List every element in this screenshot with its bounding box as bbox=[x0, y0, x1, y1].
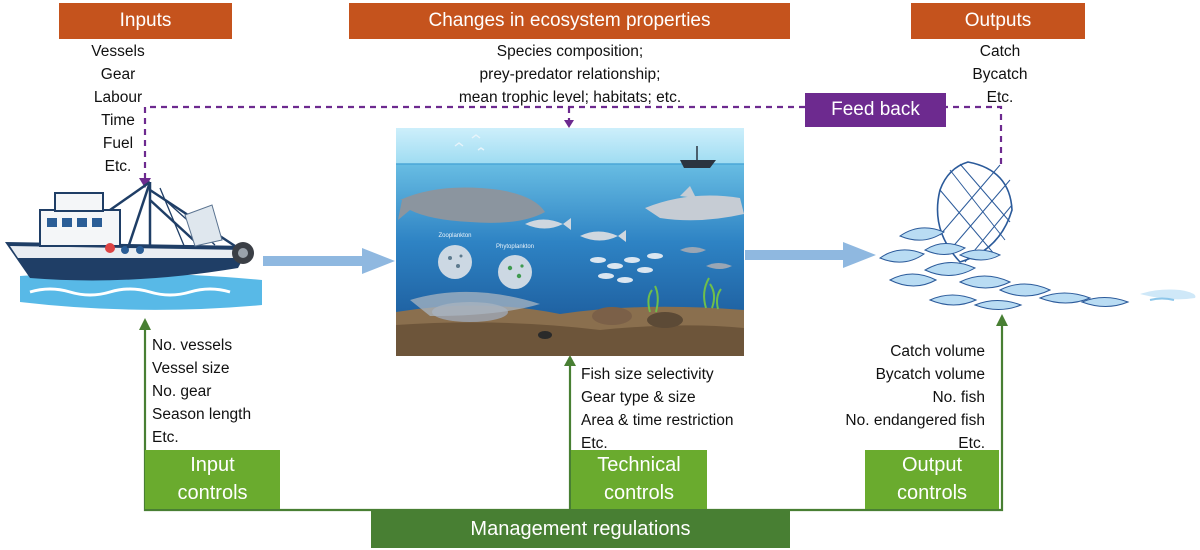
list-item: Fish size selectivity bbox=[581, 366, 714, 383]
list-item: Etc. bbox=[104, 158, 132, 175]
marine-ecosystem-illustration bbox=[396, 128, 744, 356]
input-controls-box: Input controls bbox=[145, 450, 280, 509]
feedback-label: Feed back bbox=[805, 93, 946, 127]
output-controls-line-1: Output bbox=[901, 454, 963, 476]
list-item: Catch volume bbox=[890, 343, 985, 360]
inputs-header: Inputs bbox=[59, 3, 232, 39]
input-controls-line-1: Input bbox=[190, 454, 235, 476]
list-item: mean trophic level; habitats; etc. bbox=[458, 89, 682, 106]
list-item: Species composition; bbox=[496, 43, 644, 60]
outputs-list: Catch Bycatch Etc. bbox=[950, 40, 1050, 109]
list-item: Catch bbox=[979, 43, 1021, 60]
feedback-arrowhead-ecosystem bbox=[564, 120, 574, 128]
input-controls-list: No. vessels Vessel size No. gear Season … bbox=[152, 334, 251, 449]
list-item: No. fish bbox=[932, 389, 985, 406]
list-item: No. gear bbox=[152, 383, 212, 400]
list-item: Etc. bbox=[958, 435, 985, 452]
list-item: Labour bbox=[93, 89, 143, 106]
inputs-list: Vessels Gear Labour Time Fuel Etc. bbox=[70, 40, 166, 178]
output-controls-line-2: controls bbox=[896, 482, 968, 504]
list-item: Etc. bbox=[581, 435, 608, 452]
list-item: Bycatch bbox=[972, 66, 1028, 83]
technical-controls-line-2: controls bbox=[603, 482, 675, 504]
feedback-loop bbox=[143, 105, 1003, 180]
list-item: Gear bbox=[100, 66, 136, 83]
zooplankton-label: Zooplankton bbox=[438, 233, 471, 239]
list-item: Vessels bbox=[91, 43, 145, 60]
changes-list: Species composition; prey-predator relat… bbox=[400, 40, 740, 109]
input-control-arrowhead bbox=[139, 318, 151, 330]
list-item: prey-predator relationship; bbox=[479, 66, 661, 83]
technical-controls-list: Fish size selectivity Gear type & size A… bbox=[581, 363, 733, 455]
technical-controls-box: Technical controls bbox=[571, 450, 707, 509]
changes-header: Changes in ecosystem properties bbox=[349, 3, 790, 39]
technical-control-arrowhead bbox=[564, 355, 576, 366]
outputs-header: Outputs bbox=[911, 3, 1085, 39]
input-controls-line-2: controls bbox=[177, 482, 248, 504]
list-item: Vessel size bbox=[152, 360, 230, 377]
list-item: Etc. bbox=[986, 89, 1014, 106]
list-item: No. endangered fish bbox=[845, 412, 985, 429]
output-controls-list: Catch volume Bycatch volume No. fish No.… bbox=[800, 340, 985, 455]
list-item: Bycatch volume bbox=[875, 366, 985, 383]
catch-net-illustration bbox=[878, 161, 1196, 310]
output-controls-box: Output controls bbox=[865, 450, 999, 509]
list-item: Season length bbox=[152, 406, 252, 423]
flow-arrow-ship-to-ecosystem bbox=[263, 248, 395, 274]
output-control-arrowhead bbox=[996, 314, 1008, 326]
list-item: Area & time restriction bbox=[581, 412, 734, 429]
list-item: Etc. bbox=[152, 429, 179, 446]
feedback-arrowhead-ship bbox=[139, 178, 151, 188]
fishing-vessel-illustration bbox=[5, 180, 262, 310]
flow-arrow-ecosystem-to-catch bbox=[745, 242, 876, 268]
management-regulations-box: Management regulations bbox=[371, 510, 790, 548]
list-item: No. vessels bbox=[152, 337, 233, 354]
list-item: Gear type & size bbox=[581, 389, 696, 406]
phytoplankton-label: Phytoplankton bbox=[496, 244, 534, 250]
technical-controls-line-1: Technical bbox=[597, 454, 681, 476]
list-item: Time bbox=[101, 112, 135, 129]
list-item: Fuel bbox=[102, 135, 134, 152]
